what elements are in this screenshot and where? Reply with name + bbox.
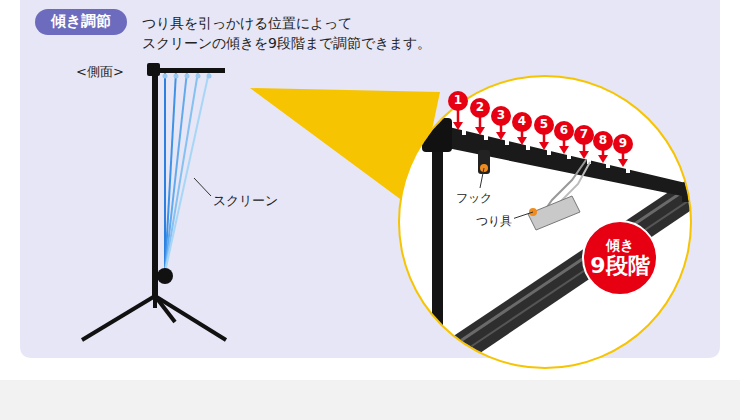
callout-number-text: 4 (518, 115, 526, 129)
part-label: <側面> (76, 63, 124, 82)
callout-number: 1 (448, 91, 468, 111)
callout-number: 8 (593, 131, 613, 151)
leader-line (512, 212, 533, 219)
part-label: フック (454, 190, 494, 207)
callout-number: 6 (554, 121, 574, 141)
callout-number: 9 (613, 134, 633, 154)
leader-line (480, 168, 484, 188)
leader-line (194, 178, 211, 196)
bottom-band (0, 380, 740, 420)
callout-number-text: 1 (454, 94, 462, 108)
heading-text: 傾き調節 (51, 13, 111, 30)
part-label: つり具 (474, 213, 514, 230)
callout-number: 3 (491, 106, 511, 126)
callout-number-text: 5 (540, 118, 548, 132)
part-label: スクリーン (213, 192, 278, 211)
callout-number-text: 9 (619, 137, 627, 151)
description-text: つり具を引っかける位置によって スクリーンの傾きを9段階まで調節できます。 (142, 13, 482, 54)
callout-number-text: 7 (580, 128, 588, 142)
badge-text: 傾き (606, 237, 634, 253)
position-arrows (453, 110, 628, 167)
callout-number: 5 (534, 115, 554, 135)
zoom-detail (422, 118, 712, 380)
callout-number: 2 (470, 98, 490, 118)
callout-number-text: 8 (599, 134, 607, 148)
badge-text: 9段階 (590, 253, 649, 278)
badge-circle: 傾き9段階 (582, 220, 658, 296)
callout-number-text: 6 (560, 124, 568, 138)
stand-side-view (82, 63, 226, 340)
callout-number-text: 3 (497, 109, 505, 123)
callout-number: 7 (574, 125, 594, 145)
callout-number: 4 (512, 112, 532, 132)
callout-number-text: 2 (476, 101, 484, 115)
heading-pill: 傾き調節 (35, 9, 127, 35)
